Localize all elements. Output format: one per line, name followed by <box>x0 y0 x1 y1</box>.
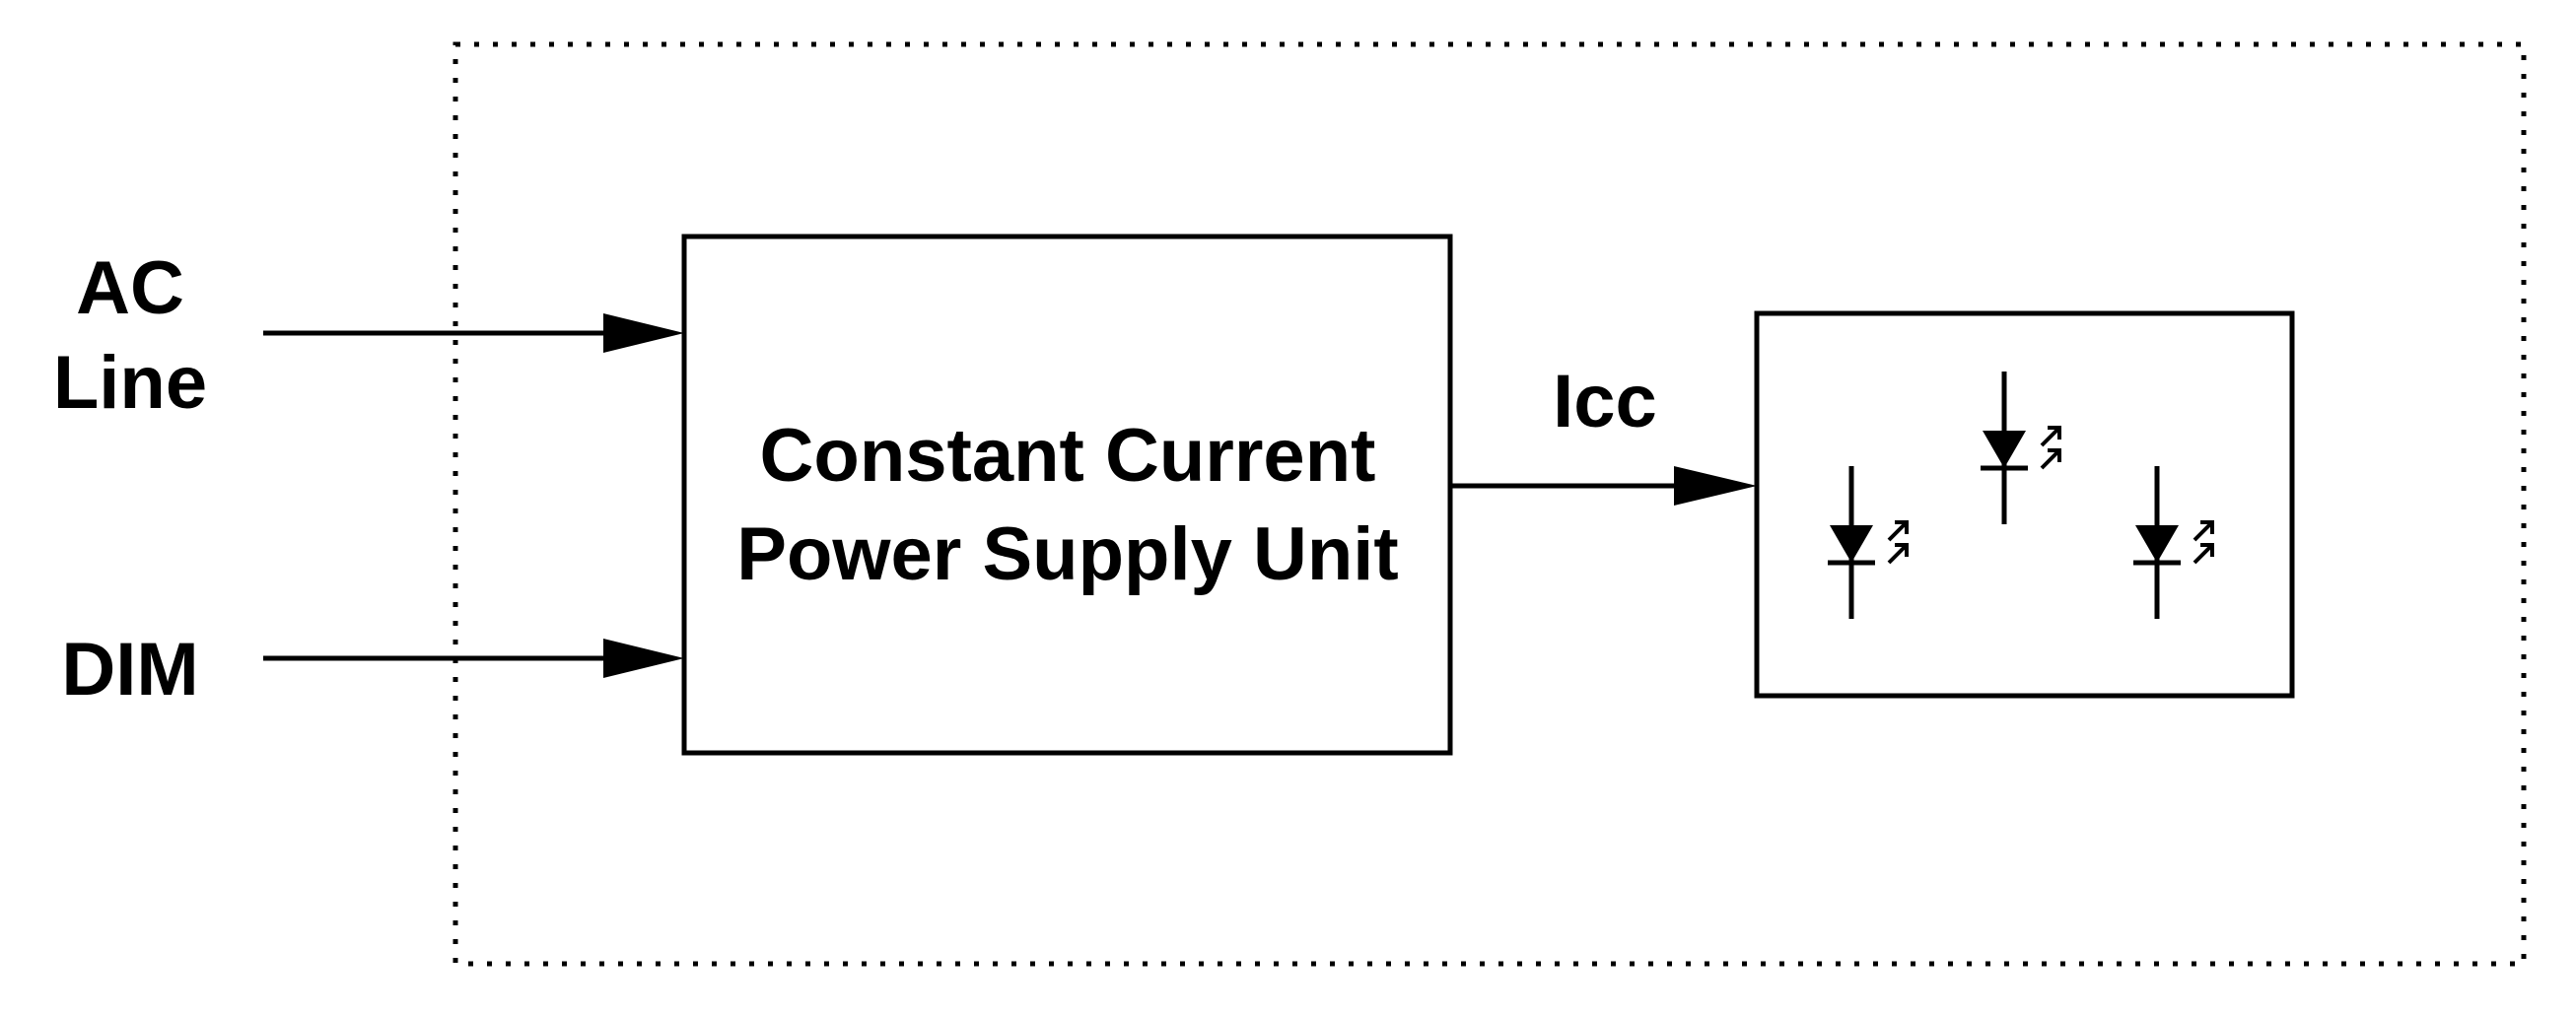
power-supply-box <box>681 234 1453 756</box>
light-emission-arrows-icon <box>1887 520 1909 565</box>
icc-label: Icc <box>1553 360 1657 443</box>
dim-arrow <box>263 639 684 678</box>
light-emission-arrows-icon <box>2193 520 2214 565</box>
led-array-box <box>1754 310 2295 699</box>
light-emission-arrows-icon <box>2040 426 2061 470</box>
line-label: Line <box>53 341 207 425</box>
led-diode-icon <box>1981 372 2061 524</box>
ac-line-arrow <box>263 313 684 353</box>
power-supply-title-line-2: Power Supply Unit <box>736 512 1398 596</box>
power-supply-title-line-1: Constant Current <box>760 414 1376 498</box>
led-diode-icon <box>2133 466 2214 619</box>
system-boundary <box>453 41 2527 967</box>
icc-arrow <box>1450 466 1757 506</box>
ac-label: AC <box>76 246 184 330</box>
led-diode-icon <box>1828 466 1909 619</box>
dim-label: DIM <box>61 628 198 711</box>
